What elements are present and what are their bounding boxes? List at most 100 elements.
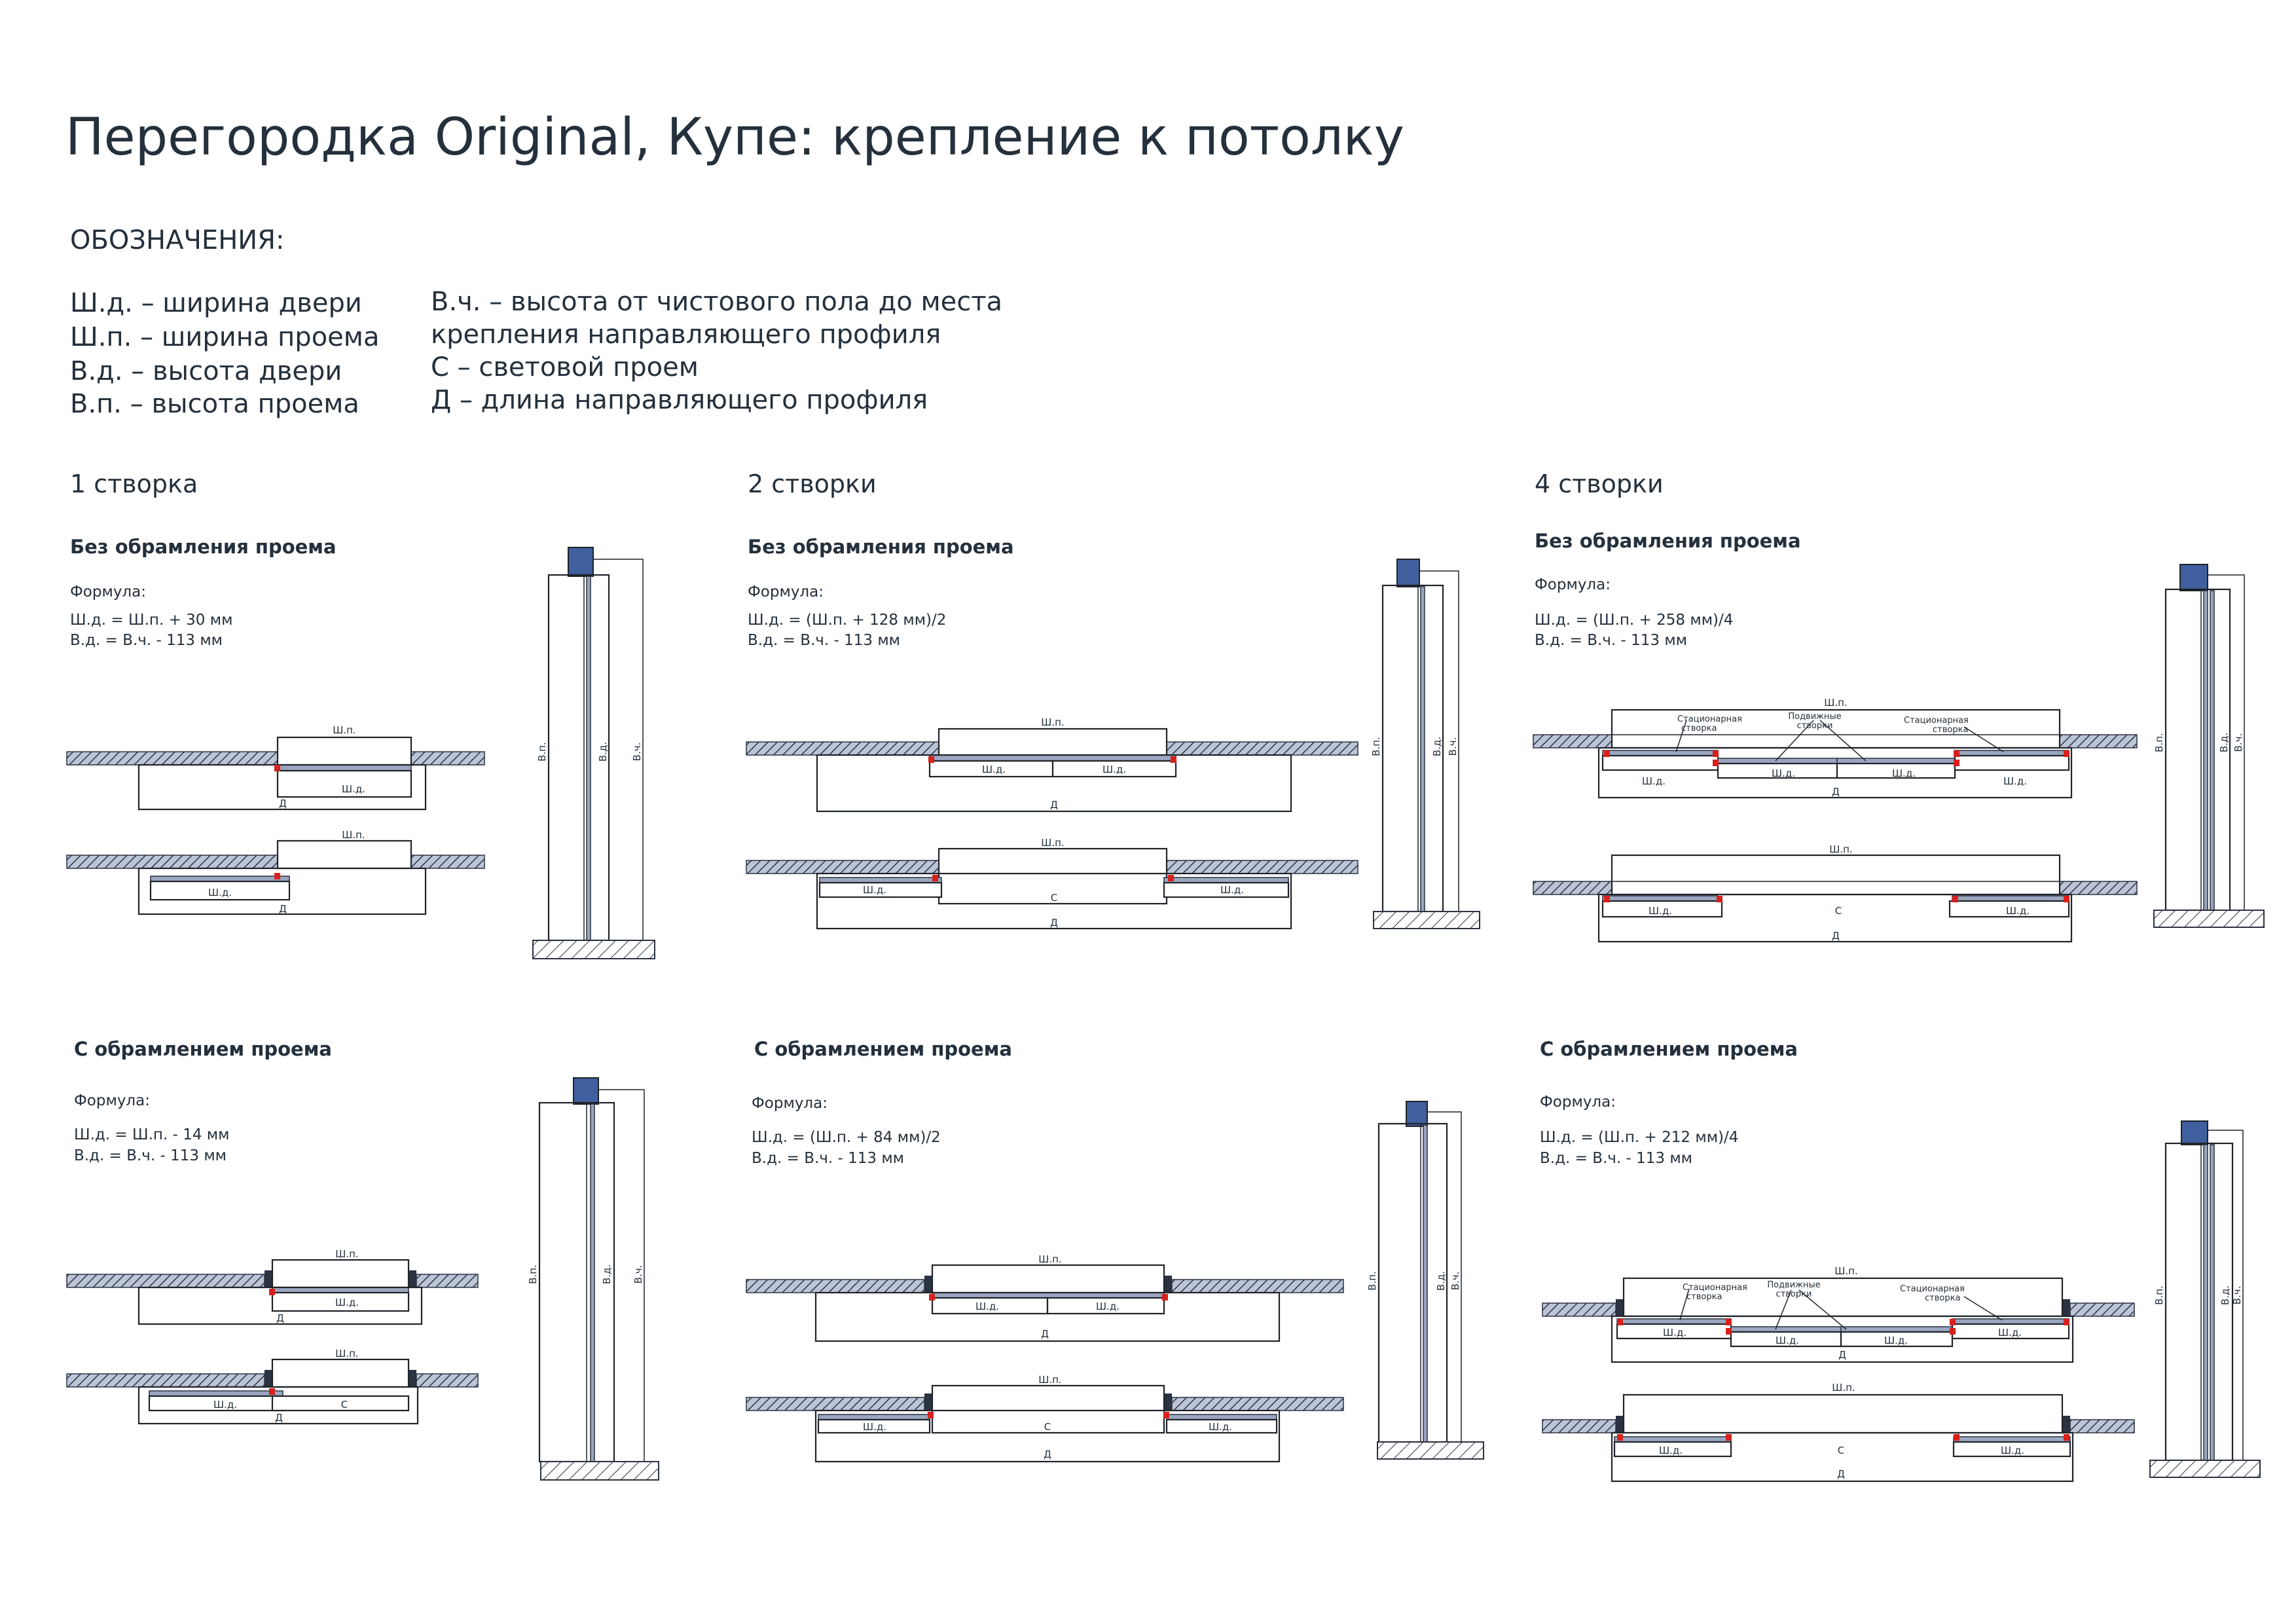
dim-shd: Ш.д.: [975, 1301, 999, 1312]
dim-vd: В.д.: [601, 1264, 613, 1284]
formula-width: Ш.д. = (Ш.п. + 128 мм)/2: [748, 612, 946, 629]
plan-1-leaf-no-frame-closed: Ш.п. Ш.д. Д: [66, 724, 485, 811]
plan-2-leaves-no-frame-closed: Ш.п. Ш.д. Ш.д. Д: [746, 716, 1358, 813]
subtitle-no-frame: Без обрамления проема: [1535, 530, 1801, 552]
dim-vd: В.д.: [2219, 1285, 2231, 1305]
dim-shp: Ш.п.: [1824, 697, 1847, 709]
dim-d: Д: [279, 903, 287, 915]
dim-shd: Ш.д.: [863, 884, 886, 896]
dim-vch: В.ч.: [632, 1265, 644, 1284]
dim-shd: Ш.д.: [1096, 1301, 1120, 1312]
formula-width: Ш.д. = (Ш.п. + 212 мм)/4: [1540, 1129, 1738, 1146]
dim-shd: Ш.д.: [863, 1421, 886, 1433]
formula-label: Формула:: [74, 1092, 150, 1109]
dim-shp: Ш.п.: [1041, 837, 1064, 849]
dim-d: Д: [1832, 930, 1840, 942]
dim-shd: Ш.д.: [1998, 1327, 2022, 1338]
dim-shd: Ш.д.: [1776, 1335, 1799, 1346]
dim-d: Д: [1837, 1468, 1845, 1480]
dim-vd: В.д.: [1431, 737, 1443, 756]
dim-c: С: [1835, 905, 1842, 917]
legend-item: В.д. – высота двери: [70, 356, 342, 386]
legend-item: В.ч. – высота от чистового пола до места: [431, 287, 1002, 317]
dim-vp: В.п.: [1366, 1271, 1378, 1291]
legend-right: В.ч. – высота от чистового пола до места…: [431, 287, 1002, 415]
formula-width: Ш.д. = (Ш.п. + 258 мм)/4: [1535, 612, 1733, 629]
formula-height: В.д. = В.ч. - 113 мм: [74, 1147, 227, 1164]
dim-vp: В.п.: [536, 742, 548, 762]
formula-label: Формула:: [1535, 576, 1611, 593]
dim-shd: Ш.д.: [208, 887, 232, 898]
plan-4-leaves-with-frame-open: Ш.п. Ш.д. Ш.д. С Д: [1542, 1382, 2135, 1483]
legend-item: Д – длина направляющего профиля: [431, 385, 928, 415]
dim-vd: В.д.: [1435, 1271, 1447, 1291]
dim-shd: Ш.д.: [1892, 767, 1916, 779]
dim-c: С: [1044, 1421, 1051, 1433]
formula-height: В.д. = В.ч. - 113 мм: [748, 632, 900, 649]
dim-shd: Ш.д.: [1642, 775, 1666, 787]
annotation-movable: створки: [1797, 721, 1833, 731]
formula-label: Формула:: [752, 1095, 828, 1112]
plan-4-leaves-no-frame-open: Ш.п. Ш.д. Ш.д. С Д: [1533, 843, 2138, 943]
legend-item: крепления направляющего профиля: [431, 320, 941, 350]
dim-shp: Ш.п.: [1829, 843, 1852, 855]
dim-shp: Ш.п.: [1041, 716, 1064, 728]
plan-1-leaf-with-frame-open: Ш.п. Ш.д. С Д: [66, 1348, 479, 1425]
annotation-stationary: Стационарная: [1683, 1283, 1747, 1293]
dim-shd: Ш.д.: [1649, 905, 1672, 917]
dim-shd: Ш.д.: [2003, 775, 2027, 787]
dim-shd: Ш.д.: [1102, 764, 1126, 775]
dim-shd: Ш.д.: [2001, 1445, 2024, 1456]
annotation-stationary: Стационарная: [1677, 714, 1742, 724]
dim-c: С: [1051, 892, 1057, 904]
section-title-2-leaves: 2 створки: [748, 470, 877, 498]
section-2-leaves-no-frame: В.п. В.д. В.ч.: [1370, 559, 1480, 929]
dim-shp: Ш.п.: [335, 1248, 358, 1260]
annotation-movable: Подвижные: [1767, 1280, 1820, 1290]
plan-2-leaves-no-frame-open: Ш.п. Ш.д. Ш.д. С Д: [746, 837, 1358, 930]
dim-shp: Ш.п.: [333, 724, 355, 736]
subtitle-no-frame: Без обрамления проема: [748, 536, 1014, 558]
dim-vp: В.п.: [2153, 1285, 2165, 1305]
formula-width: Ш.д. = Ш.п. - 14 мм: [74, 1126, 229, 1143]
dim-shp: Ш.п.: [1038, 1374, 1061, 1386]
dim-shp: Ш.п.: [1832, 1382, 1855, 1393]
annotation-movable: створки: [1776, 1289, 1812, 1299]
dim-vp: В.п.: [527, 1264, 539, 1284]
legend-item: Ш.п. – ширина проема: [70, 322, 379, 352]
formula-height: В.д. = В.ч. - 113 мм: [1540, 1150, 1692, 1167]
section-1-leaf-with-frame: В.п. В.д. В.ч.: [527, 1077, 659, 1481]
section-title-1-leaf: 1 створка: [70, 470, 198, 498]
formula-height: В.д. = В.ч. - 113 мм: [752, 1150, 904, 1167]
formula-label: Формула:: [70, 583, 146, 600]
section-title-4-leaves: 4 створки: [1535, 470, 1664, 498]
dim-d: Д: [1838, 1349, 1846, 1361]
dim-vch: В.ч.: [2231, 1286, 2243, 1305]
subtitle-with-frame: С обрамлением проема: [754, 1038, 1012, 1060]
dim-shp: Ш.п.: [342, 829, 365, 841]
dim-c: С: [1838, 1445, 1844, 1456]
plan-2-leaves-with-frame-open: Ш.п. Ш.д. Ш.д. С Д: [746, 1374, 1344, 1463]
dim-d: Д: [1041, 1328, 1049, 1340]
dim-vp: В.п.: [1370, 737, 1382, 756]
dim-vd: В.д.: [597, 742, 609, 762]
subtitle-no-frame: Без обрамления проема: [70, 536, 337, 558]
annotation-movable: Подвижные: [1788, 712, 1841, 722]
dim-shd: Ш.д.: [1772, 767, 1795, 779]
dim-vch: В.ч.: [631, 743, 643, 762]
dim-d: Д: [1044, 1449, 1051, 1460]
dim-shd: Ш.д.: [1663, 1327, 1686, 1338]
dim-shp: Ш.п.: [335, 1348, 358, 1359]
plan-1-leaf-with-frame-closed: Ш.п. Ш.д. Д: [66, 1248, 479, 1325]
annotation-stationary: Стационарная: [1900, 1284, 1965, 1294]
dim-d: Д: [1050, 917, 1058, 929]
dim-d: Д: [1050, 799, 1058, 811]
section-4-leaves-with-frame: В.п. В.д. В.ч.: [2149, 1120, 2261, 1478]
dim-shp: Ш.п.: [1038, 1253, 1061, 1265]
dim-d: Д: [1832, 786, 1840, 798]
dim-shd: Ш.д.: [335, 1297, 359, 1308]
formula-label: Формула:: [1540, 1094, 1616, 1111]
dim-c: С: [341, 1399, 348, 1411]
dim-vch: В.ч.: [1447, 737, 1459, 756]
